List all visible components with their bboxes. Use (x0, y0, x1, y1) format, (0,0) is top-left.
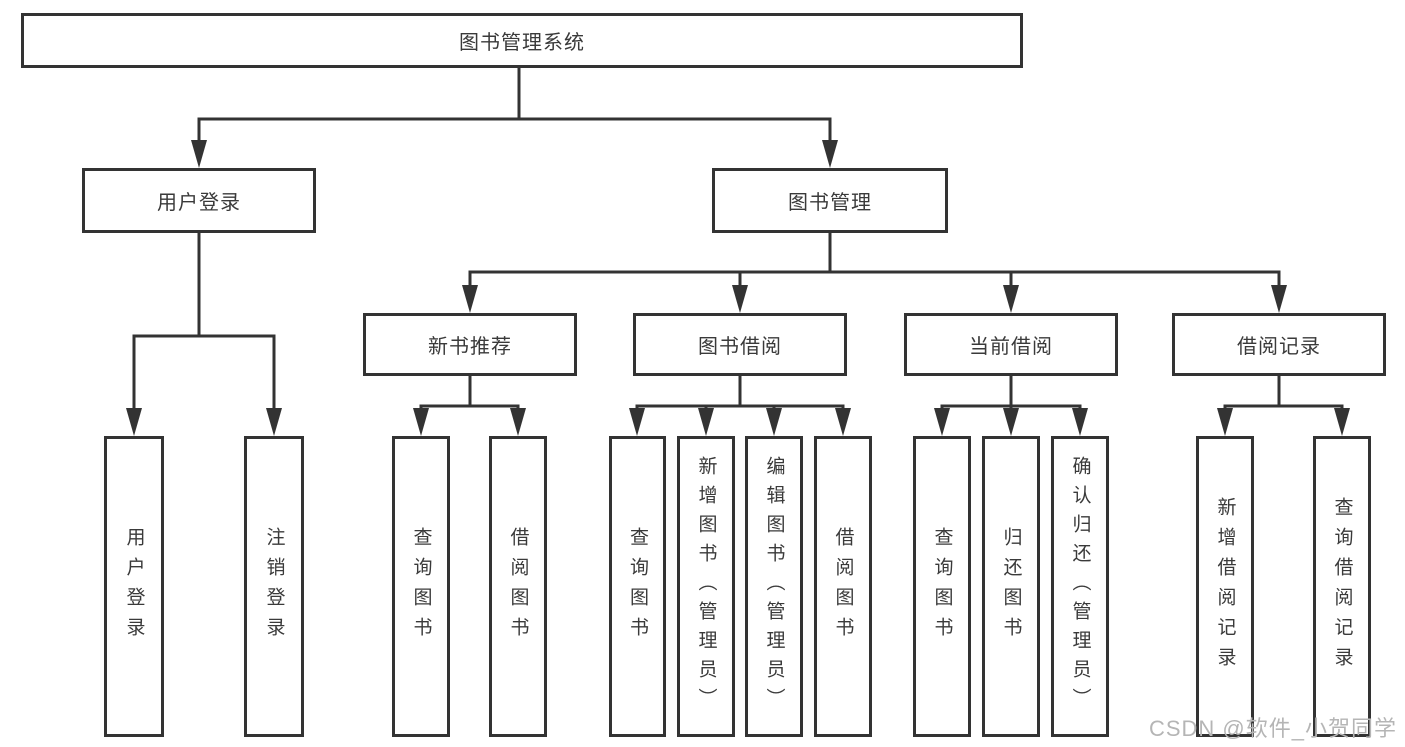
leaf-borrow-books: 借阅图书 (814, 436, 872, 737)
leaf-label: 用户登录 (123, 526, 145, 647)
leaf-label: 借阅图书 (832, 526, 854, 647)
leaf-label: 查询借阅记录 (1331, 496, 1353, 677)
leaf-query-books-recommend: 查询图书 (392, 436, 450, 737)
leaf-logout: 注销登录 (244, 436, 304, 737)
leaf-label: 注销登录 (263, 526, 285, 647)
node-label: 用户登录 (157, 192, 241, 214)
node-label: 新书推荐 (428, 336, 512, 358)
leaf-label: 查询图书 (627, 526, 648, 647)
node-label: 借阅记录 (1237, 336, 1321, 358)
leaf-label: 查询图书 (410, 526, 432, 647)
leaf-query-books-borrow: 查询图书 (609, 436, 666, 737)
leaf-label: 查询图书 (931, 526, 953, 647)
node-borrowing-records: 借阅记录 (1172, 313, 1386, 376)
leaf-label: 编辑图书（管理员） (763, 456, 785, 717)
leaf-confirm-return-admin: 确认归还（管理员） (1051, 436, 1109, 737)
leaf-borrow-books-recommend: 借阅图书 (489, 436, 547, 737)
leaf-label: 新增图书（管理员） (695, 456, 717, 717)
leaf-label: 新增借阅记录 (1214, 496, 1236, 677)
node-book-management: 图书管理 (712, 168, 948, 233)
node-new-book-recommendation: 新书推荐 (363, 313, 577, 376)
node-label: 图书管理 (788, 192, 872, 214)
leaf-query-books-current: 查询图书 (913, 436, 971, 737)
node-label: 图书管理系统 (459, 32, 585, 54)
leaf-add-borrow-record: 新增借阅记录 (1196, 436, 1254, 737)
leaf-add-book-admin: 新增图书（管理员） (677, 436, 735, 737)
leaf-label: 借阅图书 (507, 526, 529, 647)
node-current-borrowing: 当前借阅 (904, 313, 1118, 376)
leaf-return-book: 归还图书 (982, 436, 1040, 737)
leaf-query-borrow-record: 查询借阅记录 (1313, 436, 1371, 737)
node-label: 图书借阅 (698, 336, 782, 358)
leaf-user-login: 用户登录 (104, 436, 164, 737)
node-user-login: 用户登录 (82, 168, 316, 233)
leaf-edit-book-admin: 编辑图书（管理员） (745, 436, 803, 737)
node-library-management-system: 图书管理系统 (21, 13, 1023, 68)
node-book-borrowing: 图书借阅 (633, 313, 847, 376)
leaf-label: 确认归还（管理员） (1069, 456, 1091, 717)
leaf-label: 归还图书 (1000, 526, 1022, 647)
node-label: 当前借阅 (969, 336, 1053, 358)
watermark: CSDN @软件_小贺同学 (1148, 716, 1397, 741)
